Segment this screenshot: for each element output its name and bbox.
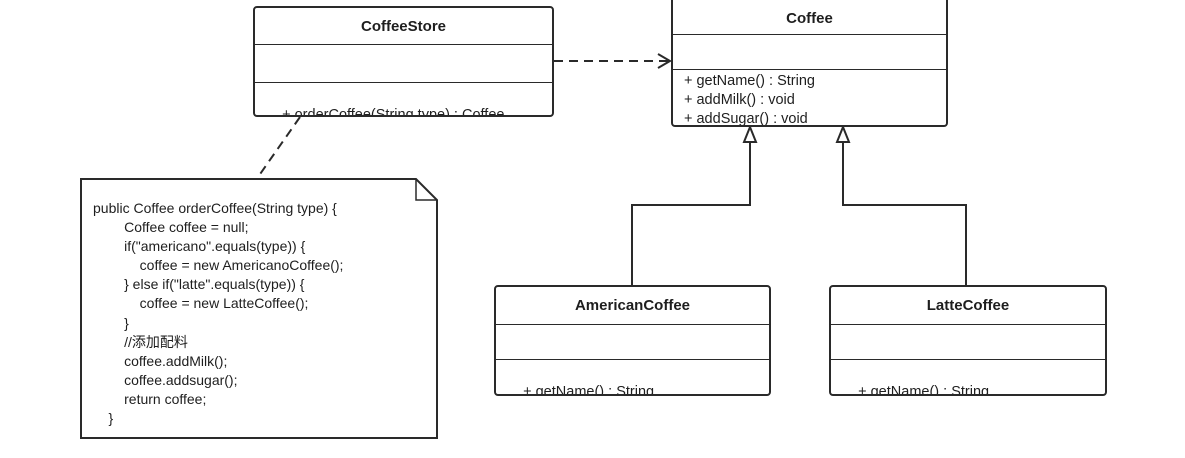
note-code: public Coffee orderCoffee(String type) {… [93,199,343,428]
operation-addmilk: + addMilk() : void [684,92,795,108]
dependency-connector [554,53,672,69]
note-line: coffee.addsugar(); [93,371,238,388]
hollow-triangle-icon [742,124,758,143]
class-coffee-attributes [673,35,946,70]
note-shape [80,178,438,439]
hollow-triangle-icon [835,124,851,143]
class-coffeestore-attributes [255,45,552,83]
note-line: coffee = new LatteCoffee(); [93,295,309,312]
class-americancoffee[interactable]: AmericanCoffee + getName() : String [494,285,771,396]
note-line: Coffee coffee = null; [93,219,249,236]
note-line: return coffee; [93,390,207,407]
class-coffee-operations: + getName() : String + addMilk() : void + … [673,70,946,127]
note-line: } [93,410,114,427]
class-coffeestore[interactable]: CoffeeStore + orderCoffee(String type) :… [253,6,554,117]
class-coffeestore-operations: + orderCoffee(String type) : Coffee [255,83,552,117]
class-americancoffee-name: AmericanCoffee [496,287,769,325]
operation-addsugar: + addSugar() : void [684,111,808,127]
generalization-connector-latte [835,124,967,285]
operation-getname: + getName() : String [684,73,815,89]
generalization-connector-american [631,124,758,285]
note-line: //添加配料 [93,333,188,350]
class-americancoffee-operations: + getName() : String [496,360,769,396]
class-coffee-name: Coffee [673,0,946,35]
class-lattecoffee[interactable]: LatteCoffee + getName() : String [829,285,1107,396]
operation-ordercoffee: + orderCoffee(String type) : Coffee [282,107,505,117]
operation-getname: + getName() : String [523,384,655,396]
note-line: } else if("latte".equals(type)) { [93,276,305,293]
class-coffeestore-name: CoffeeStore [255,8,552,45]
class-coffee[interactable]: Coffee + getName() : String + addMilk() :… [671,0,948,127]
note-line: } [93,314,129,331]
class-lattecoffee-attributes [831,325,1105,360]
class-lattecoffee-name: LatteCoffee [831,287,1105,325]
operation-getname: + getName() : String [858,384,990,396]
note-line: if("americano".equals(type)) { [93,238,306,255]
note-anchor-connector [257,116,301,178]
folded-corner-icon [415,179,437,201]
note-line: coffee = new AmericanoCoffee(); [93,257,344,274]
note-line: coffee.addMilk(); [93,352,228,369]
class-americancoffee-attributes [496,325,769,360]
note-line: public Coffee orderCoffee(String type) { [93,200,337,216]
class-lattecoffee-operations: + getName() : String [831,360,1105,396]
open-arrowhead-icon [657,53,672,69]
